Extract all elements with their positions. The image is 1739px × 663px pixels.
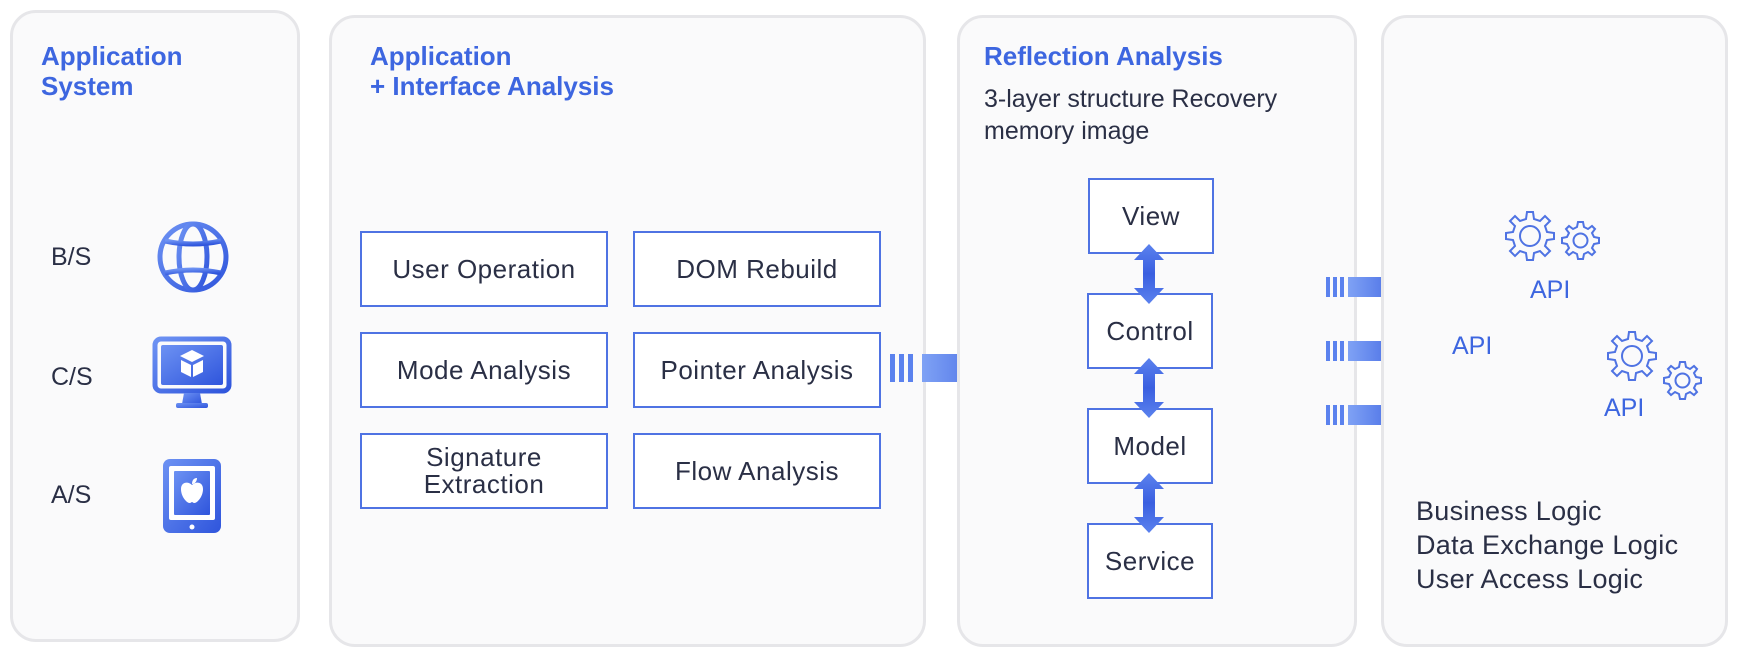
tablet-icon bbox=[163, 459, 221, 533]
logic-line-business: Business Logic bbox=[1416, 496, 1602, 526]
platform-label-as: A/S bbox=[51, 481, 92, 509]
layer-box-view: View bbox=[1088, 178, 1214, 254]
api-label: API bbox=[1530, 276, 1571, 304]
analysis-box-user-operation: User Operation bbox=[360, 231, 608, 307]
panel-title: Reflection Analysis bbox=[984, 41, 1223, 71]
panel-api-logic: API API API Business Logic Data Exchange… bbox=[1381, 15, 1728, 647]
analysis-box-mode-analysis: Mode Analysis bbox=[360, 332, 608, 408]
double-arrow-view-control bbox=[1134, 244, 1164, 304]
api-label: API bbox=[1604, 394, 1645, 422]
platform-label-cs: C/S bbox=[51, 363, 93, 391]
layer-box-control: Control bbox=[1087, 293, 1213, 369]
panel-subtitle: 3-layer structure Recovery memory image bbox=[984, 85, 1278, 145]
platform-label-bs: B/S bbox=[51, 243, 92, 271]
gears-icon bbox=[1505, 211, 1600, 261]
gears-icon bbox=[1607, 331, 1702, 400]
layer-box-service: Service bbox=[1087, 523, 1213, 599]
analysis-box-dom-rebuild: DOM Rebuild bbox=[633, 231, 881, 307]
panel-interface-analysis: Application + Interface Analysis User Op… bbox=[329, 15, 926, 647]
logic-line-user-access: User Access Logic bbox=[1416, 564, 1644, 594]
logic-line-data-exchange: Data Exchange Logic bbox=[1416, 530, 1679, 560]
panel-title: Application System bbox=[41, 41, 183, 101]
panel-reflection-analysis: Reflection Analysis 3-layer structure Re… bbox=[957, 15, 1357, 647]
layer-box-model: Model bbox=[1087, 408, 1213, 484]
double-arrow-control-model bbox=[1134, 358, 1164, 418]
globe-icon bbox=[157, 221, 229, 293]
analysis-box-flow-analysis: Flow Analysis bbox=[633, 433, 881, 509]
analysis-box-signature-extraction: Signature Extraction bbox=[360, 433, 608, 509]
api-label: API bbox=[1452, 332, 1493, 360]
monitor-icon bbox=[152, 336, 232, 408]
analysis-box-pointer-analysis: Pointer Analysis bbox=[633, 332, 881, 408]
double-arrow-model-service bbox=[1134, 473, 1164, 533]
panel-title: Application + Interface Analysis bbox=[370, 41, 614, 101]
panel-application-system: Application System B/S C/S A/S bbox=[10, 10, 300, 642]
